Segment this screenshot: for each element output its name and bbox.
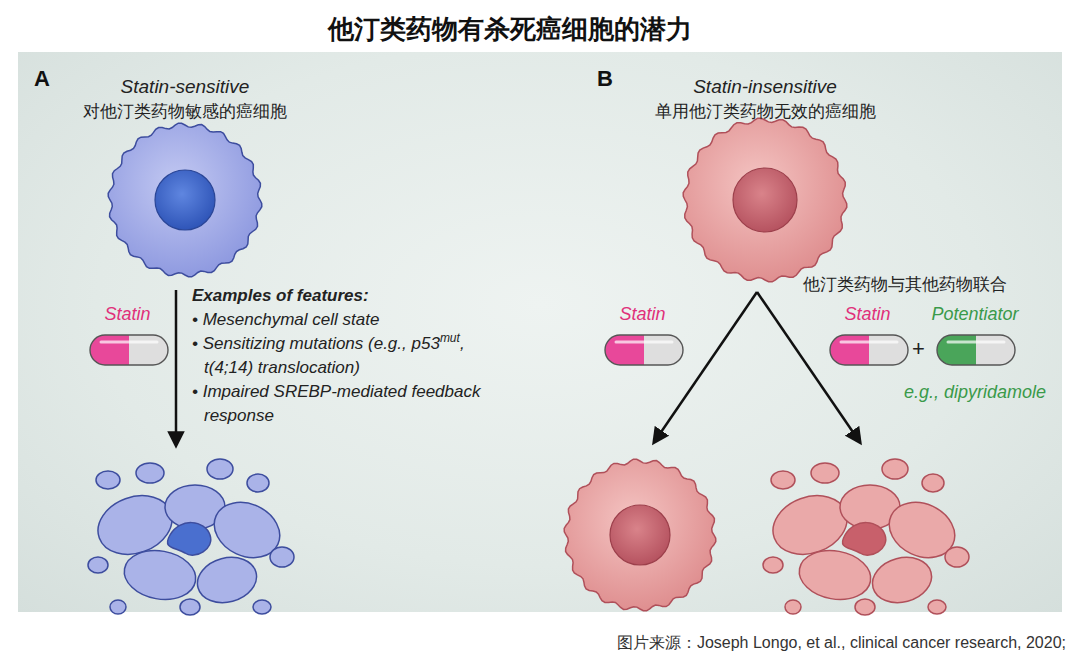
drug-capsule: Statin <box>595 302 690 364</box>
drug-capsule: Statin <box>820 302 915 364</box>
drug-example: e.g., dipyridamole <box>895 382 1055 403</box>
capsule-outline <box>937 335 1015 365</box>
capsule-half <box>644 335 683 365</box>
panel-letter: B <box>597 66 613 92</box>
feature-text: • Sensitizing mutations (e.g., p53 <box>192 334 440 353</box>
cell-heading: Statin-insensitive <box>635 76 895 98</box>
capsule-half <box>830 335 869 365</box>
capsule-half <box>976 335 1015 365</box>
cell-subheading: 对他汀类药物敏感的癌细胞 <box>55 100 315 123</box>
superscript: mut <box>440 331 460 345</box>
drug-capsule: Statin <box>80 302 175 364</box>
capsule-outline <box>90 335 168 365</box>
cell-membrane <box>683 118 847 282</box>
capsule-highlight <box>616 341 672 344</box>
panel-letter: A <box>34 66 50 92</box>
drug-label: Statin <box>595 304 690 325</box>
cell-heading: Statin-sensitive <box>55 76 315 98</box>
nucleus <box>733 168 797 232</box>
drug-label: Potentiator <box>895 304 1055 325</box>
feature-heading: Examples of features: <box>192 284 492 308</box>
capsule-half <box>129 335 168 365</box>
cancer-cell: Statin-sensitive对他汀类药物敏感的癌细胞 <box>55 72 315 282</box>
intact-cell <box>564 459 716 611</box>
capsule-highlight <box>948 341 1004 344</box>
capsule-half <box>90 335 129 365</box>
nucleus <box>610 505 670 565</box>
capsule-shape <box>829 334 909 366</box>
plus-sign: + <box>912 336 925 362</box>
dying-cell <box>88 459 294 615</box>
feature-list: Examples of features:• Mesenchymal cell … <box>192 284 492 428</box>
drug-label: Statin <box>80 304 175 325</box>
drug-label: Statin <box>820 304 915 325</box>
combination-note: 他汀类药物与其他药物联合 <box>803 273 1007 296</box>
capsule-highlight <box>101 341 157 344</box>
capsule-shape <box>936 334 1016 366</box>
capsule-shape <box>89 334 169 366</box>
feature-item: • Sensitizing mutations (e.g., p53mut, t… <box>192 332 492 380</box>
dying-cell <box>763 459 969 615</box>
capsule-outline <box>605 335 683 365</box>
nucleus <box>155 170 215 230</box>
capsule-shape <box>604 334 684 366</box>
capsule-half <box>605 335 644 365</box>
cell-membrane <box>108 123 262 277</box>
capsule-outline <box>830 335 908 365</box>
cell-subheading: 单用他汀类药物无效的癌细胞 <box>635 100 895 123</box>
title: 他汀类药物有杀死癌细胞的潜力 <box>0 12 1020 47</box>
cancer-cell: Statin-insensitive单用他汀类药物无效的癌细胞 <box>635 72 895 287</box>
feature-item: • Impaired SREBP-mediated feedback respo… <box>192 380 492 428</box>
caption: 图片来源：Joseph Longo, et al., clinical canc… <box>617 633 1066 654</box>
arrow <box>175 290 178 440</box>
feature-item: • Mesenchymal cell state <box>192 308 492 332</box>
capsule-half <box>937 335 976 365</box>
capsule-half <box>869 335 908 365</box>
capsule-highlight <box>841 341 897 344</box>
